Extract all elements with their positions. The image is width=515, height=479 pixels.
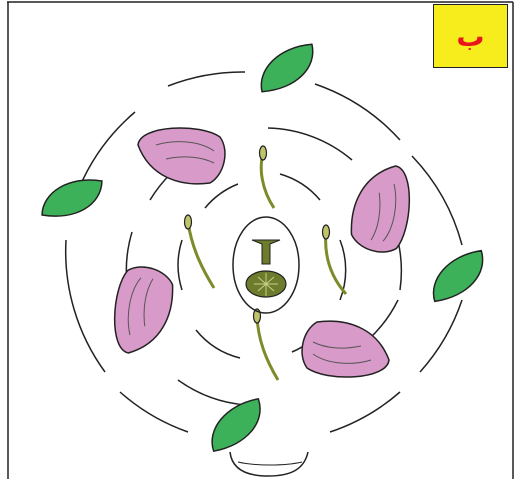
sepal-top [256,44,317,92]
pistil [233,217,299,313]
petal-left [111,265,174,357]
petal-top-left [138,128,225,184]
petal-bottom-right [302,321,389,377]
sepal-right [426,250,489,301]
stamen-left [185,215,215,288]
figure-label-box: ب [433,4,508,68]
stamen-right [323,225,347,294]
sepal-left [42,175,102,221]
bract-inner-line [238,462,302,465]
petal-right [349,163,412,255]
figure-label: ب [456,20,484,53]
stigma [252,240,280,264]
stamen-top [260,146,275,208]
pistil-ring [233,217,299,313]
sepal-bottom [204,399,268,452]
stamen-bottom [254,309,279,380]
bract [230,452,308,476]
